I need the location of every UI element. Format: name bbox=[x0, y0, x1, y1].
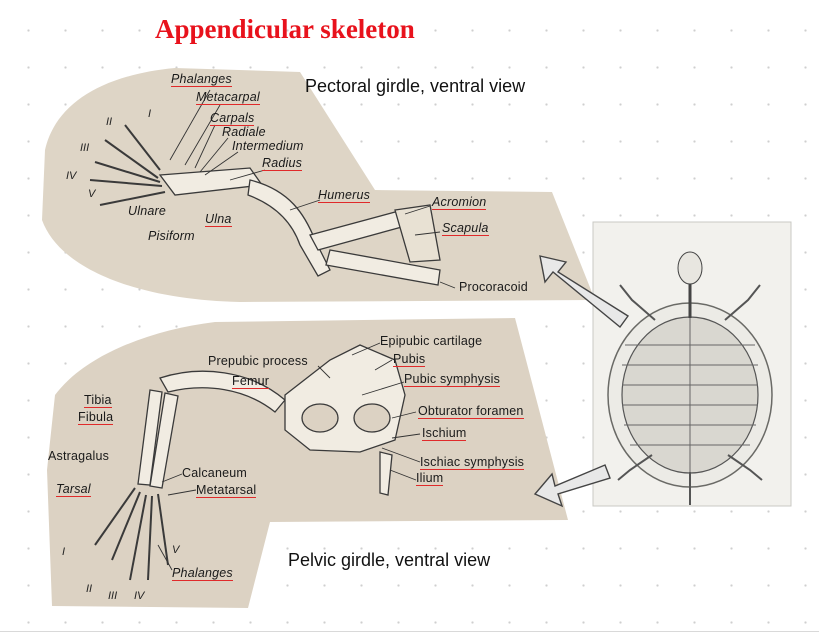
label-ischium: Ischium bbox=[422, 426, 467, 441]
label-epipubic-cartilage: Epipubic cartilage bbox=[380, 334, 483, 348]
pelvic-digit-3: III bbox=[108, 590, 118, 602]
pectoral-digit-3: III bbox=[80, 142, 90, 154]
label-astragalus: Astragalus bbox=[48, 449, 110, 463]
label-fibula: Fibula bbox=[78, 410, 114, 425]
label-prepubic-process: Prepubic process bbox=[208, 354, 308, 368]
pelvic-digit-4: IV bbox=[134, 590, 145, 602]
label-ulnare: Ulnare bbox=[128, 204, 167, 218]
label-pisiform: Pisiform bbox=[148, 229, 195, 243]
turtle-skeleton-image bbox=[592, 221, 792, 507]
pectoral-paper bbox=[42, 68, 595, 302]
pelvic-digit-2: II bbox=[86, 583, 93, 595]
leader-lines bbox=[157, 89, 456, 571]
slide-title: Appendicular skeleton bbox=[155, 14, 415, 44]
pelvic-digit-1: I bbox=[62, 546, 66, 558]
label-carpals: Carpals bbox=[210, 111, 255, 126]
label-scapula: Scapula bbox=[442, 221, 489, 236]
label-pubis: Pubis bbox=[393, 352, 426, 367]
pelvic-digit-5: V bbox=[172, 544, 180, 556]
label-obturator-foramen: Obturator foramen bbox=[418, 404, 524, 419]
label-radius: Radius bbox=[262, 156, 303, 171]
pectoral-digit-2: II bbox=[106, 116, 113, 128]
label-ischiac-symphysis: Ischiac symphysis bbox=[420, 455, 525, 470]
pectoral-digit-5: V bbox=[88, 188, 96, 200]
label-humerus: Humerus bbox=[318, 188, 371, 203]
pelvic-view-label: Pelvic girdle, ventral view bbox=[288, 550, 491, 570]
label-ulna: Ulna bbox=[205, 212, 232, 227]
label-procoracoid: Procoracoid bbox=[459, 280, 528, 294]
slide-bottom-rule bbox=[0, 631, 819, 632]
label-femur: Femur bbox=[232, 374, 270, 389]
pelvic-bones bbox=[94, 344, 406, 581]
label-acromion: Acromion bbox=[432, 195, 487, 210]
pectoral-bones bbox=[89, 124, 441, 286]
label-pubic-symphysis: Pubic symphysis bbox=[404, 372, 501, 387]
label-radiale: Radiale bbox=[222, 125, 266, 139]
label-tibia: Tibia bbox=[84, 393, 112, 408]
arrow-to-pectoral-icon bbox=[539, 255, 630, 329]
label-ilium: Ilium bbox=[416, 471, 444, 486]
pectoral-digit-4: IV bbox=[66, 170, 77, 182]
label-phalanges-pectoral: Phalanges bbox=[171, 72, 232, 87]
label-intermedium: Intermedium bbox=[232, 139, 304, 153]
pectoral-view-label: Pectoral girdle, ventral view bbox=[305, 76, 526, 96]
label-metatarsal: Metatarsal bbox=[196, 483, 257, 498]
label-calcaneum: Calcaneum bbox=[182, 466, 248, 480]
label-tarsal: Tarsal bbox=[56, 482, 91, 497]
label-metacarpal: Metacarpal bbox=[196, 90, 260, 105]
label-phalanges-pelvic: Phalanges bbox=[172, 566, 233, 581]
arrow-to-pelvic-icon bbox=[533, 464, 611, 508]
pectoral-digit-1: I bbox=[148, 108, 152, 120]
